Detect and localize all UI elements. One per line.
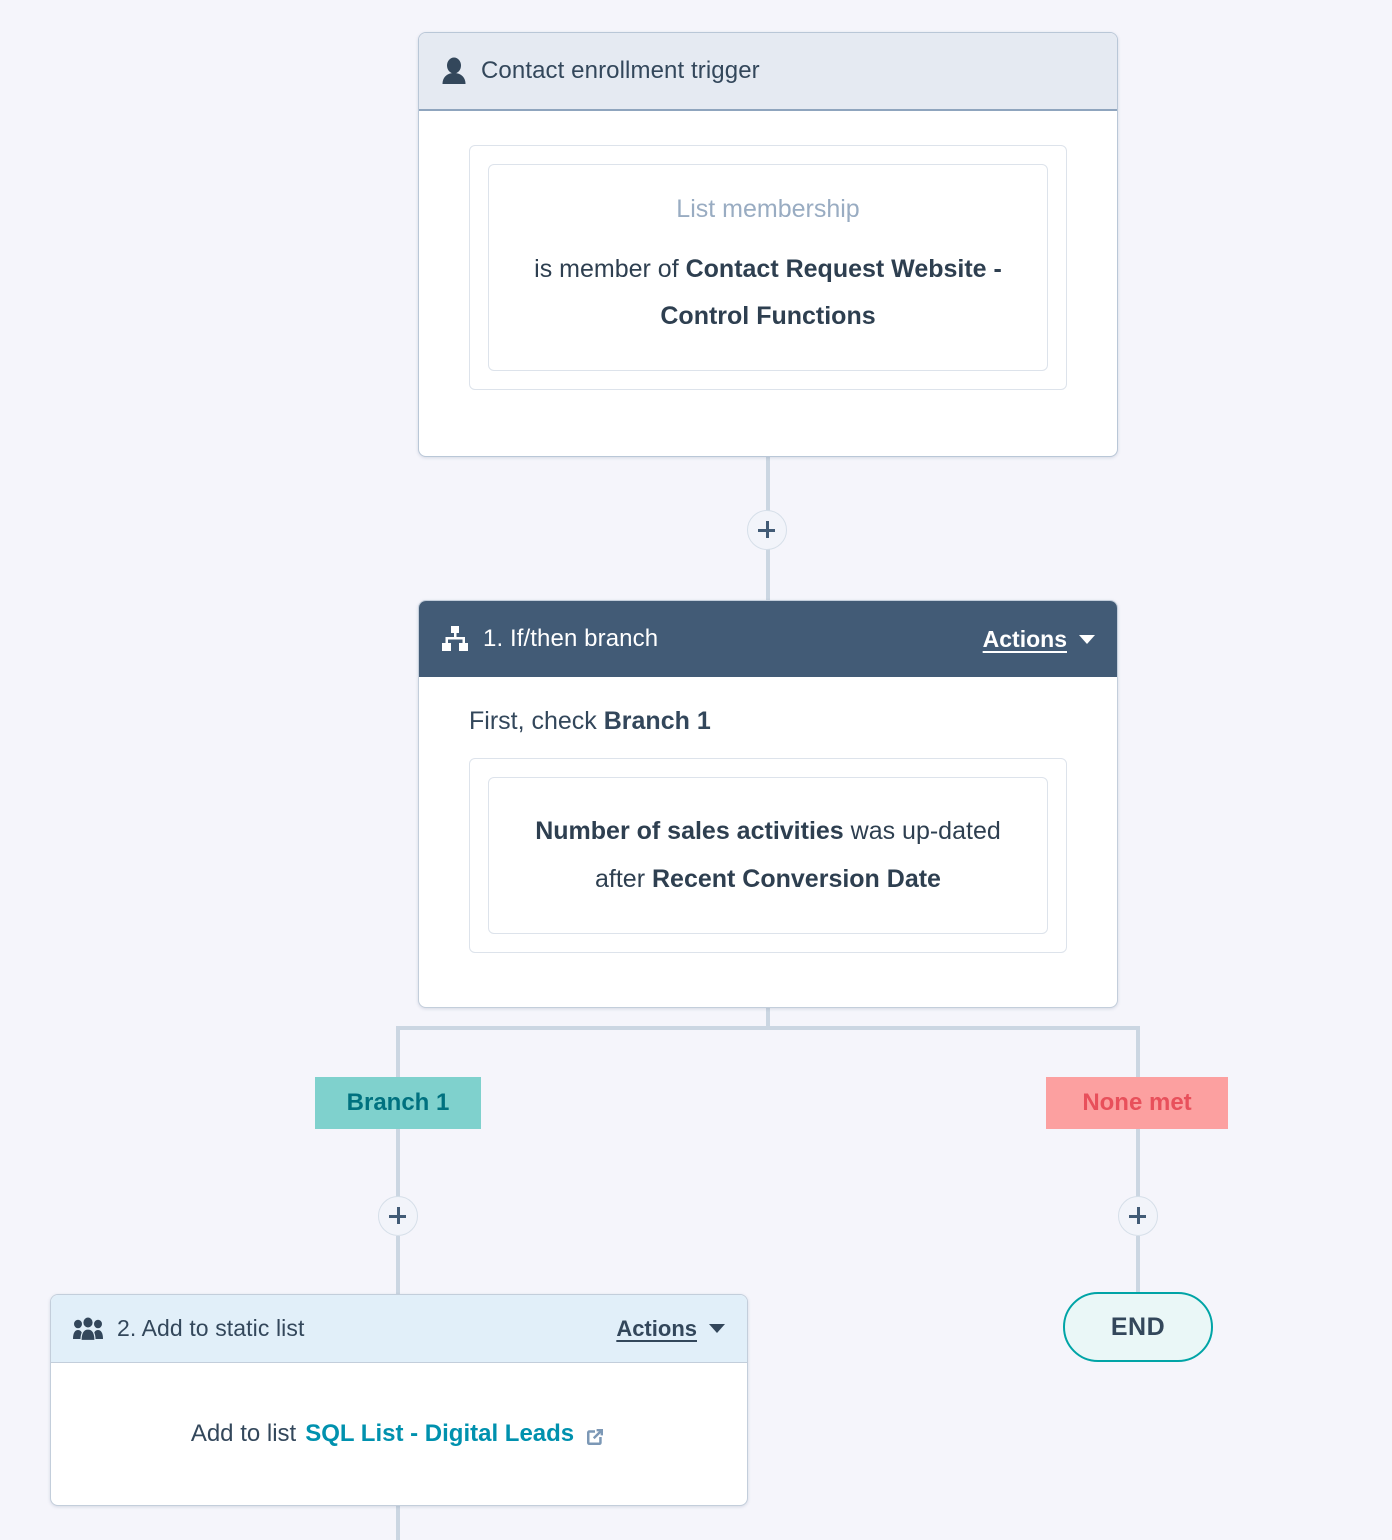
connector-nonemet-to-end [1136, 1236, 1140, 1294]
connector-list-card-down [396, 1506, 400, 1540]
add-step-after-trigger-button[interactable] [747, 510, 787, 550]
end-node[interactable]: END [1063, 1292, 1213, 1362]
branch-actions-menu[interactable]: Actions [983, 626, 1095, 653]
trigger-card-body: List membership is member of Contact Req… [419, 111, 1117, 424]
connector-trigger-to-plus [766, 457, 770, 513]
branch-condition-row[interactable]: Number of sales activities was up-dated … [488, 777, 1048, 934]
external-link-icon[interactable] [583, 1425, 607, 1449]
branch-condition-operator: was up-dated after [595, 817, 1001, 893]
list-card-title: 2. Add to static list [117, 1315, 305, 1341]
add-to-static-list-card[interactable]: 2. Add to static list Actions Add to lis… [50, 1294, 748, 1506]
trigger-card-header: Contact enrollment trigger [419, 33, 1117, 111]
connector-branch-horizontal [396, 1026, 1140, 1030]
static-list-link[interactable]: SQL List - Digital Leads [305, 1420, 575, 1447]
list-card-header: 2. Add to static list Actions [51, 1295, 747, 1363]
list-actions-label: Actions [616, 1315, 697, 1341]
trigger-filter-group: List membership is member of Contact Req… [469, 145, 1067, 390]
trigger-card-title: Contact enrollment trigger [481, 57, 760, 84]
chevron-down-icon [1079, 634, 1095, 644]
branch-condition-group: Number of sales activities was up-dated … [469, 758, 1067, 953]
trigger-filter-text: is member of Contact Request Website - C… [515, 246, 1021, 341]
list-actions-menu[interactable]: Actions [616, 1316, 725, 1342]
branch-outcome-label: None met [1082, 1089, 1192, 1116]
connector-plus-to-branch [766, 549, 770, 602]
list-body-prefix: Add to list [190, 1420, 297, 1447]
branch-card-title: 1. If/then branch [483, 625, 659, 652]
group-people-icon [73, 1315, 103, 1342]
trigger-property-label: List membership [676, 194, 860, 223]
branch-condition-value: Recent Conversion Date [652, 864, 941, 893]
branch-condition-property: Number of sales activities [535, 817, 844, 845]
branch-actions-label: Actions [982, 625, 1067, 652]
if-then-branch-card[interactable]: 1. If/then branch Actions First, check B… [418, 600, 1118, 1008]
add-step-none-met-button[interactable] [1118, 1196, 1158, 1236]
end-node-label: END [1110, 1312, 1166, 1341]
trigger-filter-row[interactable]: List membership is member of Contact Req… [488, 164, 1048, 371]
connector-branch1-to-card [396, 1236, 400, 1296]
branch-intro-prefix: First, check [469, 707, 604, 735]
branch-intro-text: First, check Branch 1 [469, 707, 1067, 736]
chevron-down-icon [709, 1324, 725, 1333]
branch-card-header: 1. If/then branch Actions [419, 601, 1117, 677]
sitemap-branch-icon [441, 626, 469, 652]
add-step-branch-1-button[interactable] [378, 1196, 418, 1236]
branch-condition-text: Number of sales activities was up-dated … [511, 808, 1025, 903]
trigger-filter-operator: is member of [534, 254, 686, 283]
branch-outcome-tag-branch-1[interactable]: Branch 1 [315, 1077, 481, 1129]
branch-intro-name: Branch 1 [603, 707, 711, 735]
branch-outcome-tag-none-met[interactable]: None met [1046, 1077, 1228, 1129]
contact-enrollment-trigger-card[interactable]: Contact enrollment trigger List membersh… [418, 32, 1118, 457]
trigger-filter-value: Contact Request Website - Control Functi… [660, 254, 1002, 331]
contact-person-icon [441, 57, 467, 85]
connector-branch-down-stub [766, 1006, 770, 1028]
branch-card-body: First, check Branch 1 Number of sales ac… [419, 677, 1117, 987]
list-card-body: Add to list SQL List - Digital Leads [51, 1363, 747, 1505]
branch-outcome-label: Branch 1 [346, 1089, 450, 1116]
